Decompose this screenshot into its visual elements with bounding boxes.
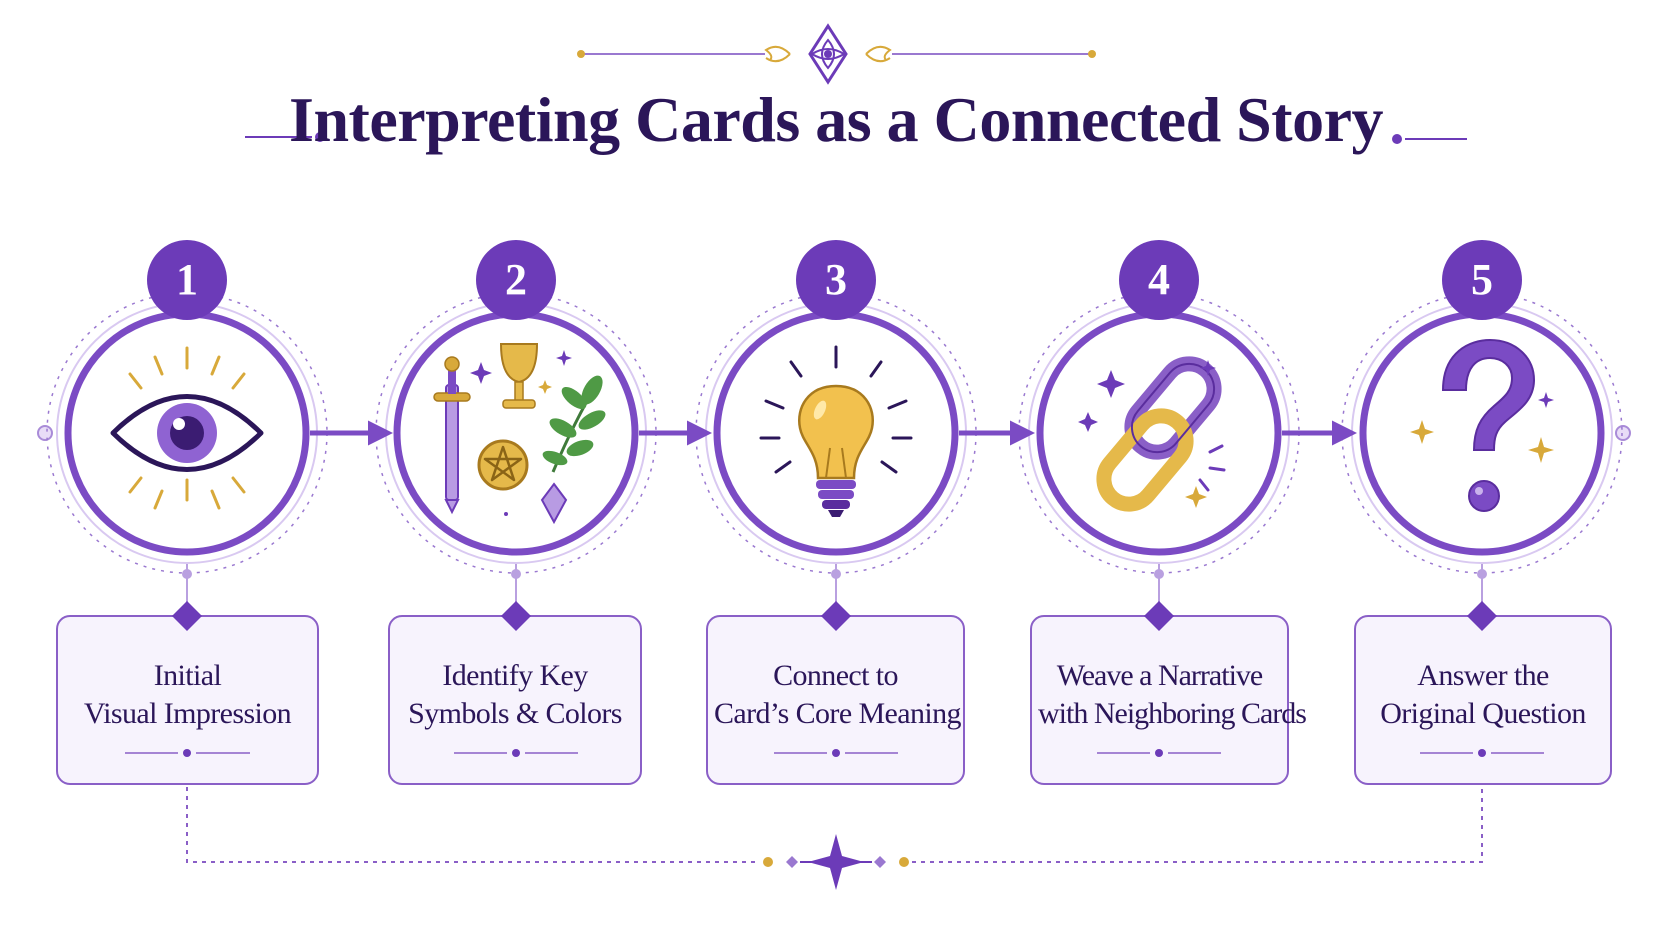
step-5-label-line1: Answer the bbox=[1417, 659, 1549, 692]
timeline-end-dot bbox=[1615, 425, 1631, 441]
step-1-label: Initial Visual Impression bbox=[64, 657, 311, 733]
page-title: Interpreting Cards as a Connected Story bbox=[289, 84, 1383, 155]
step-4-circle bbox=[1018, 292, 1300, 574]
step-1-card: Initial Visual Impression bbox=[56, 615, 319, 785]
title-ornament bbox=[245, 132, 1467, 144]
step-2-circle bbox=[375, 292, 657, 574]
step-2-card: Identify Key Symbols & Colors bbox=[388, 615, 642, 785]
step-3-number-badge: 3 bbox=[796, 240, 876, 320]
step-4-card: Weave a Narrative with Neighboring Cards bbox=[1030, 615, 1307, 785]
step-4-label-line2: with Neighboring Cards bbox=[1038, 697, 1307, 730]
step-3-label-line2: Card’s Core Meaning bbox=[714, 697, 961, 730]
step-1-label-line2: Visual Impression bbox=[83, 697, 292, 730]
tarot-symbols-icon bbox=[433, 343, 606, 525]
step-5-number-badge: 5 bbox=[1442, 240, 1522, 320]
step-5-card: Answer the Original Question bbox=[1354, 615, 1612, 785]
step-1-label-line1: Initial bbox=[153, 659, 222, 692]
card-connectors bbox=[182, 564, 1487, 604]
timeline-start-dot bbox=[37, 425, 53, 441]
step-4-label: Weave a Narrative with Neighboring Cards bbox=[1038, 657, 1307, 733]
chain-link-icon bbox=[1078, 356, 1226, 512]
eye-icon bbox=[110, 346, 264, 510]
lightbulb-icon bbox=[759, 345, 913, 517]
step-4-label-line1: Weave a Narrative bbox=[1056, 659, 1263, 692]
step-2-number-badge: 2 bbox=[476, 240, 556, 320]
step-2-label-line2: Symbols & Colors bbox=[408, 697, 622, 730]
question-mark-icon bbox=[1410, 338, 1554, 512]
step-5-label: Answer the Original Question bbox=[1362, 657, 1604, 733]
step-2-label-line1: Identify Key bbox=[442, 659, 588, 692]
step-5-label-line2: Original Question bbox=[1380, 697, 1586, 730]
step-4-number-badge: 4 bbox=[1119, 240, 1199, 320]
step-3-card: Connect to Card’s Core Meaning bbox=[706, 615, 965, 785]
step-1-number-badge: 1 bbox=[147, 240, 227, 320]
bottom-connector bbox=[186, 787, 1483, 890]
step-3-label-line1: Connect to bbox=[773, 659, 898, 692]
top-ornament bbox=[577, 23, 1096, 85]
step-2-label: Identify Key Symbols & Colors bbox=[396, 657, 634, 733]
step-3-label: Connect to Card’s Core Meaning bbox=[714, 657, 961, 733]
